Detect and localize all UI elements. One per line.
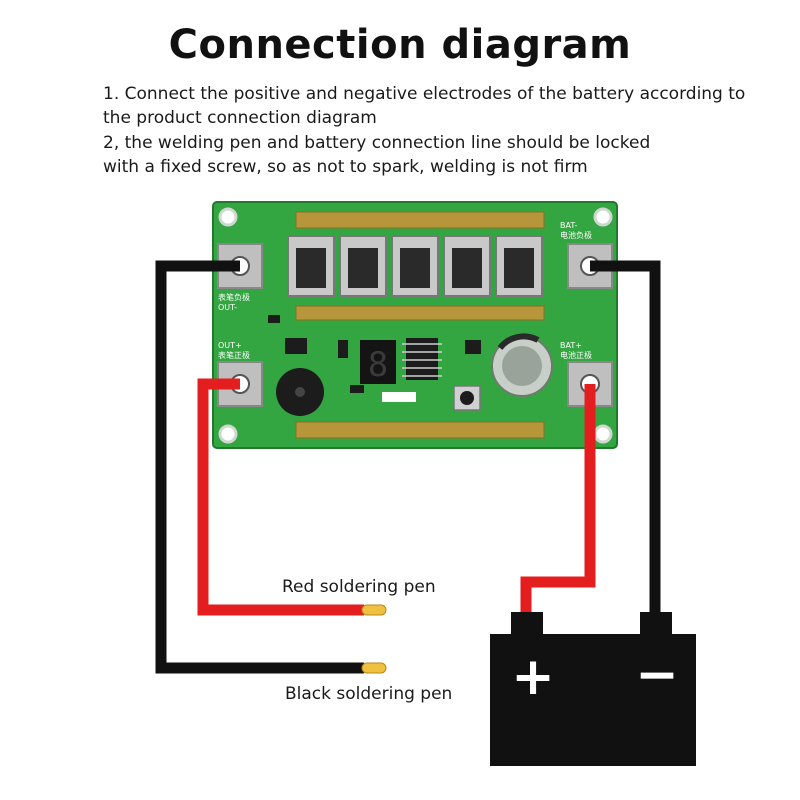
- mount-hole-top-right: [593, 207, 613, 227]
- smd-component-4: [268, 315, 280, 323]
- black-pen-label: Black soldering pen: [285, 684, 452, 704]
- black-wire-pen: [155, 260, 364, 674]
- instruction-line-1: 1. Connect the positive and negative ele…: [103, 84, 746, 104]
- label-battery-negative-code: BAT-: [560, 221, 577, 230]
- header-pins: [382, 392, 416, 402]
- spot-welder-pcb: 表笔负极 OUT- OUT+ 表笔正极 BAT- 电池负极 BAT+ 电池正极 …: [212, 201, 618, 449]
- red-pen-label: Red soldering pen: [282, 577, 436, 597]
- mosfet-1: [287, 235, 335, 297]
- smd-component-2: [338, 340, 348, 358]
- electrolytic-capacitor: [491, 333, 553, 397]
- label-pen-positive: 表笔正极: [218, 350, 250, 360]
- instruction-line-3: 2, the welding pen and battery connectio…: [103, 133, 651, 153]
- label-battery-negative: 电池负极: [560, 230, 592, 240]
- page-title: Connection diagram: [168, 22, 632, 68]
- instruction-line-4: with a fixed screw, so as not to spark, …: [103, 157, 588, 177]
- buzzer: [276, 368, 324, 416]
- trigger-button: [453, 385, 481, 411]
- copper-bus-bottom: [295, 421, 545, 439]
- seven-segment-display: 8: [360, 340, 396, 385]
- smd-component-1: [285, 338, 307, 354]
- battery-positive-post: [511, 612, 543, 638]
- display-digit: 8: [368, 345, 388, 385]
- battery: + −: [490, 612, 696, 766]
- mosfet-2: [339, 235, 387, 297]
- copper-bus-middle: [295, 305, 545, 321]
- label-battery-positive-code: BAT+: [560, 341, 582, 350]
- mosfet-5: [495, 235, 543, 297]
- mount-hole-top-left: [218, 207, 238, 227]
- red-wire-pen: [197, 378, 364, 616]
- mosfet-3: [391, 235, 439, 297]
- label-pen-negative-code: OUT-: [218, 303, 237, 312]
- battery-plus-symbol: +: [511, 647, 555, 707]
- instruction-line-2: the product connection diagram: [103, 108, 377, 128]
- black-wire-battery: [590, 260, 661, 616]
- mosfet-4: [443, 235, 491, 297]
- mount-hole-bottom-right: [593, 424, 613, 444]
- smd-component-3: [465, 340, 481, 354]
- mount-hole-bottom-left: [218, 424, 238, 444]
- label-pen-negative: 表笔负极: [218, 292, 250, 302]
- red-pen-tip: [361, 604, 387, 616]
- microcontroller-ic: [402, 338, 442, 380]
- battery-minus-symbol: −: [635, 645, 679, 705]
- black-pen-tip: [361, 662, 387, 674]
- smd-component-5: [350, 385, 364, 393]
- battery-negative-post: [640, 612, 672, 638]
- label-battery-positive: 电池正极: [560, 350, 592, 360]
- battery-body: [490, 634, 696, 766]
- red-wire-battery: [520, 384, 596, 616]
- copper-bus-top: [295, 211, 545, 229]
- label-pen-positive-code: OUT+: [218, 341, 242, 350]
